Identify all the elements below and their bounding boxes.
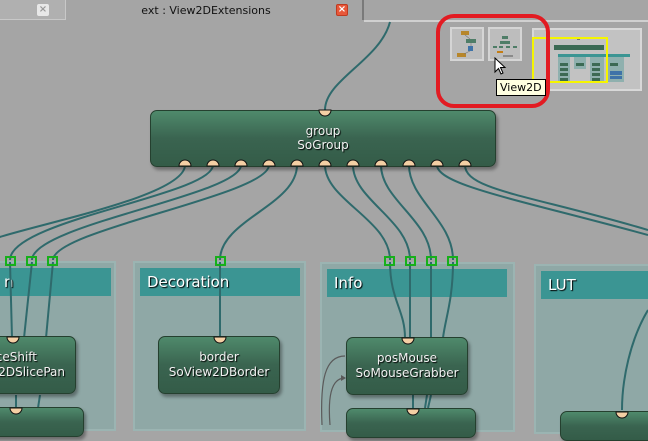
link (23, 261, 33, 339)
tab-divider (364, 20, 648, 22)
link (37, 394, 41, 409)
port-marker (405, 256, 416, 266)
module-posmouse-somousegrabber[interactable]: posMouse SoMouseGrabber (346, 337, 468, 395)
group-header: LUT (541, 271, 648, 299)
tab-title: ext : View2DExtensions (141, 4, 271, 17)
output-connector (374, 159, 388, 167)
close-icon[interactable]: × (37, 4, 49, 16)
tab-view2dextensions[interactable]: ext : View2DExtensions × (66, 0, 364, 20)
link (427, 394, 432, 409)
port-marker (447, 256, 458, 266)
link (9, 164, 214, 261)
module-instance-name: group (305, 124, 341, 138)
thumbnail-preview-icon (457, 31, 476, 57)
module-connectors (6, 109, 629, 419)
port-marker (26, 256, 37, 266)
input-connector (318, 109, 332, 117)
thumbnail-overview[interactable] (450, 27, 484, 61)
link (408, 164, 454, 261)
module-slice-shift[interactable]: ceShift 2DSlicePan (0, 336, 76, 394)
group-header: Info (327, 269, 507, 297)
link (621, 309, 648, 411)
tab-bar: × ext : View2DExtensions × (0, 0, 648, 22)
output-connector (262, 159, 276, 167)
output-connector (178, 159, 192, 167)
tab-previous[interactable]: × (0, 0, 66, 20)
link (0, 164, 186, 239)
port-marker (384, 256, 395, 266)
highlight-annotation (436, 14, 550, 108)
group-header: n (0, 268, 111, 296)
port-marker (426, 256, 437, 266)
module-type-name: SoView2DBorder (168, 365, 270, 379)
feedback-link (321, 355, 346, 425)
port-marker (5, 256, 16, 266)
link (219, 164, 298, 261)
link (380, 164, 432, 261)
port-marker (215, 256, 226, 266)
thumbnail-view2d[interactable] (488, 27, 522, 61)
group-box-lut[interactable]: LUT (534, 264, 648, 434)
output-connector (402, 159, 416, 167)
output-connector (206, 159, 220, 167)
link (442, 261, 454, 339)
link (436, 164, 648, 236)
thumbnail-preview-icon (493, 36, 517, 57)
module-instance-name: border (199, 350, 239, 364)
output-connector (346, 159, 360, 167)
link (352, 164, 411, 261)
tooltip: View2D (496, 79, 546, 96)
module-border-soview2dborder[interactable]: border SoView2DBorder (158, 336, 280, 394)
output-connector (290, 159, 304, 167)
output-connector (458, 159, 472, 167)
output-connector (234, 159, 248, 167)
link (389, 261, 406, 339)
module-type-name: 2DSlicePan (0, 365, 65, 379)
module-type-name: SoMouseGrabber (355, 366, 459, 380)
input-connector (9, 407, 23, 415)
module-type-name: SoGroup (297, 138, 349, 152)
minimap-viewport[interactable] (532, 37, 608, 83)
input-connector (615, 411, 629, 419)
module-instance-name: ceShift (0, 350, 37, 364)
input-connector (6, 336, 20, 344)
output-connector (318, 159, 332, 167)
output-connector (430, 159, 444, 167)
link (31, 164, 242, 261)
minimap-overview[interactable] (532, 28, 642, 91)
port-marker (47, 256, 58, 266)
input-connector (406, 408, 420, 416)
link (9, 261, 13, 339)
input-connector (401, 337, 415, 345)
link (52, 164, 270, 261)
link (324, 164, 391, 261)
link (324, 21, 391, 111)
close-icon[interactable]: × (336, 4, 348, 16)
minimap-network-preview (554, 38, 630, 82)
link (424, 394, 428, 409)
link (45, 261, 54, 339)
mouse-cursor-icon (494, 57, 507, 75)
input-connector (213, 336, 227, 344)
module-instance-name: posMouse (376, 351, 438, 365)
network-links (0, 21, 648, 425)
arrow-icon (341, 375, 346, 381)
link (464, 164, 648, 231)
